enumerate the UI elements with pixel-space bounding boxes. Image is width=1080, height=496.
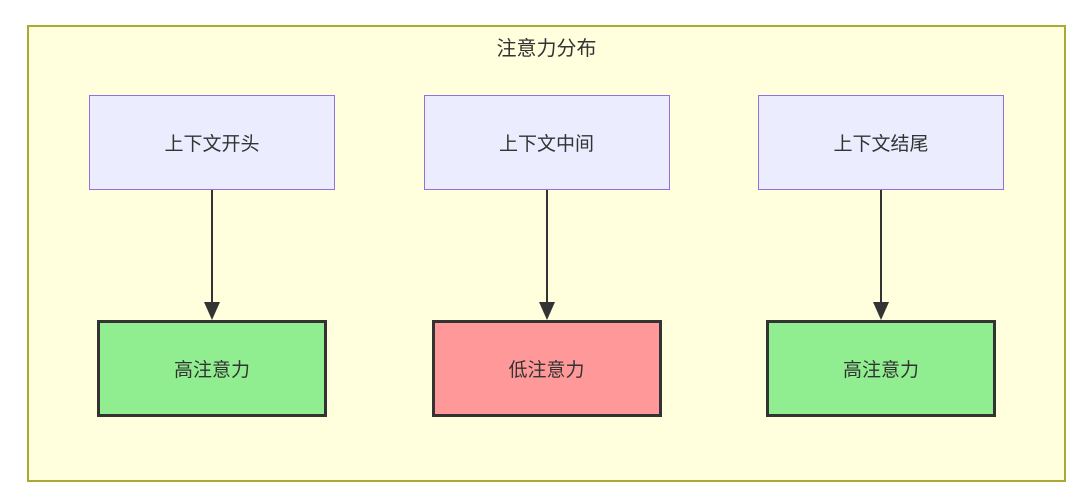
node-context-begin: 上下文开头 bbox=[89, 95, 335, 190]
cluster-title: 注意力分布 bbox=[496, 38, 597, 60]
node-attention-middle: 低注意力 bbox=[431, 320, 662, 417]
arrow-down-icon bbox=[873, 190, 889, 320]
flow-columns: 上下文开头 高注意力 上下文中间 低注意力 上下文结尾 bbox=[29, 95, 1064, 417]
flow-column-middle: 上下文中间 低注意力 bbox=[423, 95, 670, 417]
node-context-end: 上下文结尾 bbox=[758, 95, 1004, 190]
arrow-down-icon bbox=[204, 190, 220, 320]
flow-column-begin: 上下文开头 高注意力 bbox=[89, 95, 335, 417]
attention-cluster: 注意力分布 上下文开头 高注意力 上下文中间 低注意力 bbox=[27, 25, 1066, 482]
node-attention-begin: 高注意力 bbox=[97, 320, 327, 417]
flow-column-end: 上下文结尾 高注意力 bbox=[758, 95, 1004, 417]
node-context-middle: 上下文中间 bbox=[423, 95, 670, 190]
node-attention-end: 高注意力 bbox=[766, 320, 996, 417]
arrow-down-icon bbox=[538, 190, 555, 320]
